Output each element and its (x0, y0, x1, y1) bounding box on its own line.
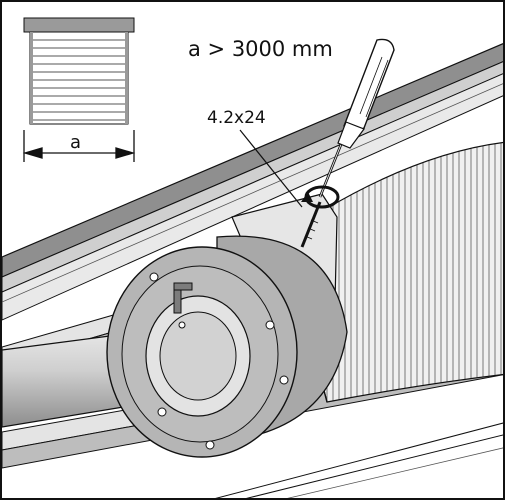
screw-icon (300, 185, 340, 248)
width-condition-label: a > 3000 mm (188, 37, 333, 61)
screw-leader-line (239, 129, 303, 208)
end-cap-flange (106, 235, 348, 458)
dimension-arrow (22, 130, 136, 162)
screw-spec-label: 4.2x24 (207, 108, 266, 128)
screwdriver-icon (318, 38, 395, 198)
housing-top-rail (2, 43, 503, 321)
shutter-icon (23, 17, 135, 125)
shutter-coil (313, 141, 503, 403)
dimension-label: a (70, 132, 82, 153)
